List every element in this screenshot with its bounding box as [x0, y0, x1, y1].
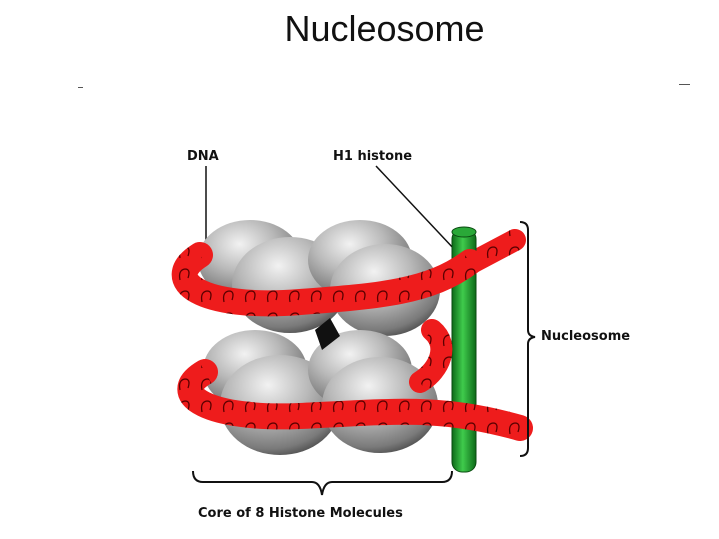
core-bracket	[192, 470, 453, 496]
dna-wrap-bottom	[177, 359, 533, 441]
dna-label: DNA	[187, 149, 219, 164]
core-label: Core of 8 Histone Molecules	[198, 506, 403, 521]
dna-wrap-top	[171, 242, 483, 317]
dna-connector	[409, 319, 453, 393]
nucleosome-label: Nucleosome	[541, 329, 631, 344]
nucleosome-bracket	[519, 221, 536, 457]
divider-mark-right	[679, 84, 690, 85]
h1-leader-line	[375, 165, 456, 251]
divider-mark-left	[78, 87, 83, 88]
h1-histone-label: H1 histone	[333, 149, 413, 164]
page-title: Nucleosome	[284, 8, 485, 49]
